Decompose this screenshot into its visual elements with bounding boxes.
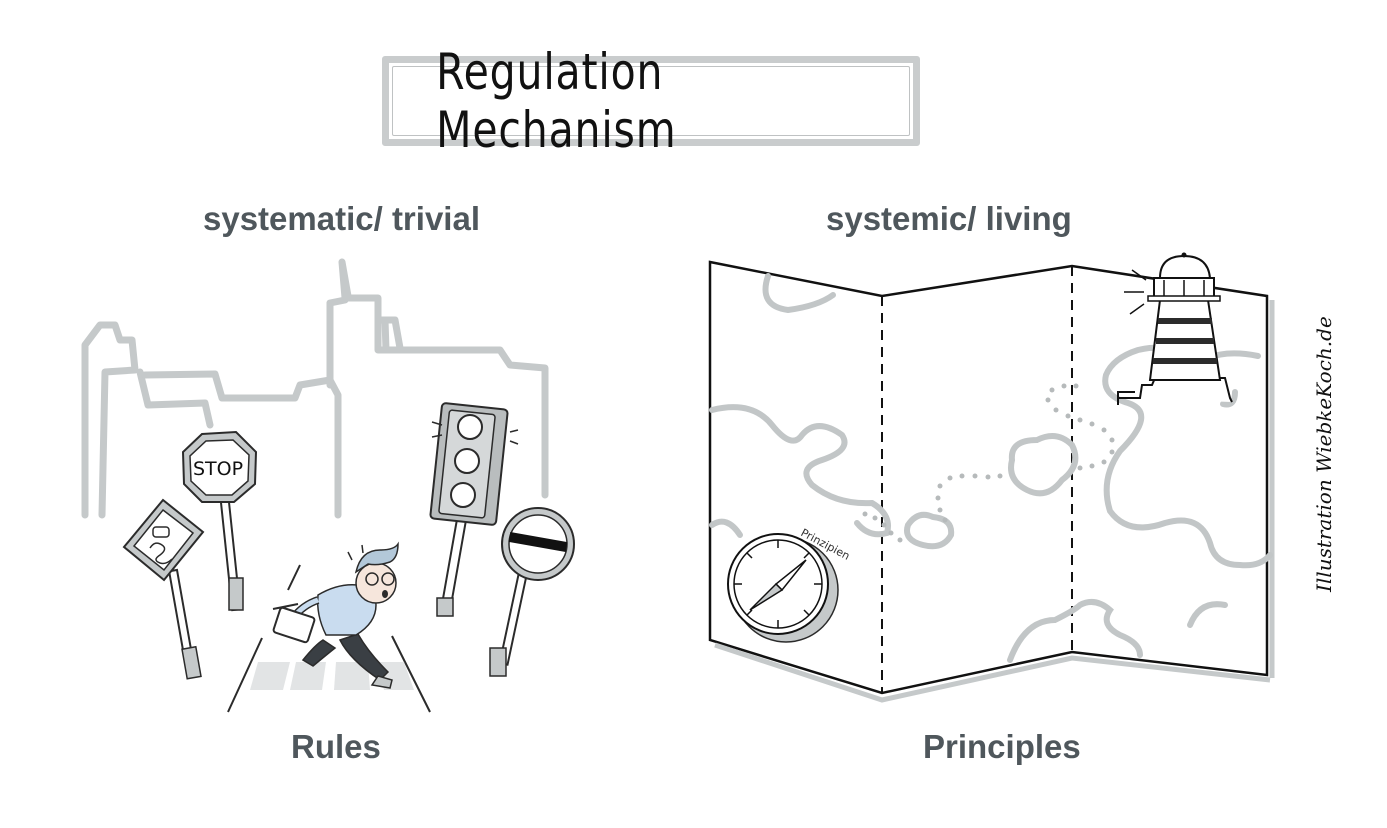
land-lines: [709, 273, 1273, 663]
title-box: Regulation Mechanism: [382, 43, 920, 159]
title-box-inner-border: [392, 66, 910, 136]
stop-sign-text: STOP: [193, 458, 243, 480]
dotted-path: [862, 383, 1115, 543]
pedestrian-figure: [272, 541, 399, 689]
traffic-light-icon: [429, 402, 519, 617]
lighthouse-icon: [1117, 252, 1233, 405]
page-title: Regulation Mechanism: [436, 43, 677, 159]
right-heading: systemic/ living: [826, 200, 1072, 237]
stop-sign-icon: STOP: [181, 430, 258, 612]
slippery-road-sign-icon: [122, 498, 205, 680]
skyline: [81, 258, 549, 519]
compass-icon: Prinzipien: [727, 526, 852, 643]
right-caption: Principles: [923, 728, 1081, 765]
crosswalk: [227, 635, 431, 713]
illustration-credit: Illustration WiebkeKoch.de: [1312, 316, 1336, 592]
no-entry-sign-icon: [489, 507, 575, 677]
folded-map: Prinzipien: [708, 252, 1275, 703]
left-caption: Rules: [291, 728, 381, 765]
left-heading: systematic/ trivial: [203, 200, 480, 237]
